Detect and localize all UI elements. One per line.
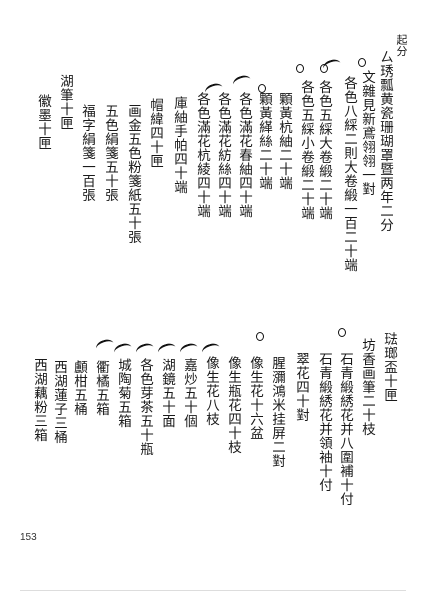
- text-column: 顆黃緙絲二十端: [256, 92, 272, 190]
- text-column: 琺瑯盃十匣: [381, 332, 397, 402]
- text-column: 徽墨十匣: [35, 94, 51, 150]
- dot-icon: [256, 332, 264, 341]
- text-column: 石青緞綉花并八圍補十付: [337, 352, 353, 506]
- text-column: 起分: [395, 34, 408, 57]
- top-text-block: 起分 ㄙ琇瓢黄瓷珊瑚罩暨两年二分 文雜見新鳶翎翎一對 各色八綵二則大卷緞一百二十…: [35, 34, 408, 272]
- text-column: 各色五綵小卷緞二十端: [298, 80, 314, 220]
- text-column: 顆黃杭紬二十端: [276, 92, 292, 190]
- dot-icon: [338, 328, 346, 337]
- text-column: 西湖蓮子三桶: [51, 360, 67, 444]
- text-column: 各色滿花紡絲四十端: [215, 92, 231, 218]
- bottom-rule: [20, 590, 406, 591]
- text-column: 嘉炒五十個: [181, 358, 197, 428]
- text-column: 庫紬手帕四十端: [171, 96, 187, 194]
- text-column: 西湖藕粉三箱: [31, 358, 47, 442]
- text-column: 五色絹箋五十張: [102, 104, 118, 202]
- hook-icon: [321, 57, 343, 75]
- text-column: 各色滿花春紬四十端: [236, 92, 252, 218]
- text-column: ㄙ琇瓢黄瓷珊瑚罩暨两年二分: [377, 50, 393, 232]
- text-column: 湖鏡五十面: [159, 358, 175, 428]
- text-column: 帽緯四十匣: [147, 98, 163, 168]
- dot-icon: [258, 84, 266, 93]
- text-column: 文雜見新鳶翎翎一對: [359, 70, 375, 196]
- hook-icon: [94, 337, 116, 355]
- text-column: 石青緞綉花并領袖十付: [316, 352, 332, 492]
- text-column: 城陶菊五箱: [115, 358, 131, 428]
- text-column: 像生瓶花四十枝: [225, 356, 241, 454]
- bottom-text-block: 琺瑯盃十匣 坊香画筆二十枝 石青緞綉花并八圍補十付 石青緞綉花并領袖十付 翠花四…: [0, 300, 426, 600]
- text-column: 各色五綵大卷緞二十端: [316, 80, 332, 220]
- text-column: 画金五色粉箋紙五十張: [125, 104, 141, 244]
- text-column: 坊香画筆二十枝: [359, 338, 375, 436]
- hook-icon: [112, 341, 134, 359]
- hook-icon: [134, 341, 156, 359]
- text-column: 各色滿花杭綾四十端: [194, 92, 210, 218]
- text-column: 福字絹箋一百張: [79, 104, 95, 202]
- text-column: 腥瀰鴻米挂屏二對: [269, 356, 285, 468]
- text-column: 湖筆十匣: [57, 74, 73, 130]
- dot-icon: [358, 58, 366, 67]
- dot-icon: [320, 64, 328, 73]
- text-column: 像生花十六盆: [247, 356, 263, 440]
- text-column: 顱柑五桶: [71, 360, 87, 416]
- text-column: 像生花八枝: [203, 356, 219, 426]
- hook-icon: [178, 341, 200, 359]
- text-column: 衢橘五箱: [93, 360, 109, 416]
- text-column: 各色八綵二則大卷緞一百二十端: [341, 76, 357, 272]
- page-number: 153: [20, 532, 37, 543]
- hook-icon: [231, 73, 253, 91]
- text-column: 翠花四十對: [293, 352, 309, 422]
- text-column: 各色芽茶五十瓶: [137, 358, 153, 456]
- dot-icon: [296, 64, 304, 73]
- hook-icon: [156, 341, 178, 359]
